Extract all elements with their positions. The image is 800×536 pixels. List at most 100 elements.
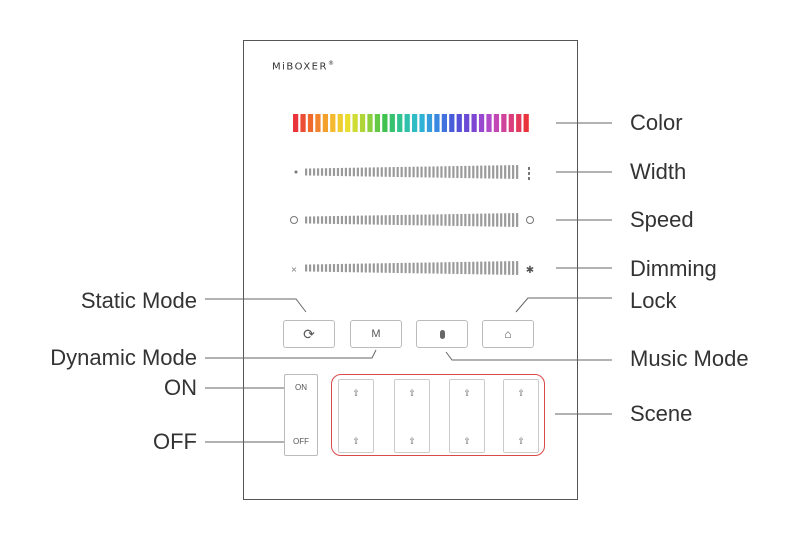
on-off-key[interactable]: ON OFF — [284, 374, 318, 456]
slider-tick — [328, 168, 332, 176]
slider-tick — [340, 263, 344, 273]
color-segment — [382, 114, 388, 132]
slider-tick — [360, 167, 363, 177]
slider-tick — [412, 166, 415, 178]
slider-tick — [484, 261, 487, 275]
color-segment — [397, 114, 403, 132]
slider-tick — [416, 166, 419, 178]
slider-tick — [428, 214, 431, 226]
callout-width: Width — [630, 159, 687, 184]
slider-tick — [320, 216, 324, 224]
cycle-icon: ⟳ — [303, 325, 315, 342]
scene-key[interactable]: ⇧⇧ — [338, 379, 374, 453]
slider-tick — [460, 165, 463, 179]
slider-tick — [472, 165, 475, 179]
slider-tick — [316, 168, 320, 176]
slider-tick — [420, 262, 423, 274]
slider-tick — [336, 215, 340, 225]
color-slider[interactable] — [293, 114, 529, 132]
scene-key[interactable]: ⇧⇧ — [503, 379, 539, 453]
color-segment — [508, 114, 514, 132]
slider-tick — [360, 263, 363, 273]
slider-tick — [388, 167, 391, 177]
slider-tick — [484, 165, 487, 179]
slider-tick — [504, 165, 507, 179]
slider-tick — [508, 165, 511, 179]
slider-tick — [376, 215, 379, 225]
slider-tick — [476, 213, 479, 227]
slider-tick — [440, 214, 443, 226]
color-segment — [322, 114, 328, 132]
slider-tick — [408, 166, 411, 178]
slider-tick — [500, 165, 503, 179]
slider-tick — [460, 213, 463, 227]
slider-tick — [476, 261, 479, 275]
slider-tick — [496, 165, 499, 179]
slider-tick — [492, 213, 495, 227]
slider-tick — [456, 166, 459, 178]
slider-tick — [476, 165, 479, 179]
slider-tick — [344, 215, 348, 225]
color-segment — [367, 114, 373, 132]
slider-tick — [512, 165, 515, 179]
microphone-icon — [439, 329, 445, 339]
speed-fast-icon — [526, 216, 534, 224]
color-segment — [374, 114, 381, 132]
slider-tick — [424, 214, 427, 226]
slider-tick — [388, 263, 391, 273]
slider-tick — [308, 168, 312, 176]
color-segment — [516, 114, 522, 132]
callout-music-mode: Music Mode — [630, 346, 749, 371]
scene-key[interactable]: ⇧⇧ — [394, 379, 430, 453]
slider-tick — [380, 167, 383, 177]
scene-key[interactable]: ⇧⇧ — [449, 379, 485, 453]
width-slider[interactable] — [305, 165, 519, 179]
slider-tick — [492, 165, 495, 179]
color-segment — [404, 114, 410, 132]
slider-tick — [328, 216, 332, 224]
callout-color: Color — [630, 110, 683, 135]
slider-tick — [504, 261, 507, 275]
slider-tick — [388, 215, 391, 225]
color-segment — [412, 114, 418, 132]
color-segment — [337, 114, 343, 132]
static-mode-button[interactable]: ⟳ — [283, 320, 335, 348]
slider-tick — [416, 262, 419, 274]
slider-tick — [420, 214, 423, 226]
dimming-slider[interactable] — [305, 261, 519, 275]
slider-tick — [396, 167, 399, 177]
slider-tick — [320, 264, 324, 272]
slider-tick — [372, 167, 375, 177]
speed-slider[interactable] — [305, 213, 519, 227]
color-segment — [300, 114, 306, 132]
leader-music — [445, 351, 612, 361]
slider-tick — [408, 262, 411, 274]
callout-speed: Speed — [630, 207, 694, 232]
slider-tick — [316, 264, 320, 272]
slider-tick — [348, 263, 351, 273]
dynamic-mode-button[interactable]: M — [350, 320, 402, 348]
lock-button[interactable]: ⌂ — [482, 320, 534, 348]
slider-tick — [392, 215, 395, 225]
slider-tick — [432, 262, 435, 274]
leader-static — [205, 298, 307, 313]
slider-tick — [340, 215, 344, 225]
slider-tick — [352, 167, 355, 177]
dynamic-mode-label: M — [371, 328, 381, 340]
slider-tick — [320, 168, 324, 176]
slider-tick — [444, 214, 447, 226]
slider-tick — [452, 262, 455, 274]
scene-save-icon: ⇧ — [352, 388, 360, 398]
color-segment — [478, 114, 485, 132]
slider-tick — [396, 215, 399, 225]
slider-tick — [344, 167, 348, 177]
music-mode-button[interactable] — [416, 320, 468, 348]
slider-tick — [408, 214, 411, 226]
slider-tick — [360, 215, 363, 225]
slider-tick — [336, 167, 340, 177]
slider-tick — [336, 263, 340, 273]
color-segment — [441, 114, 447, 132]
slider-tick — [512, 213, 515, 227]
slider-tick — [368, 215, 371, 225]
slider-tick — [352, 263, 355, 273]
